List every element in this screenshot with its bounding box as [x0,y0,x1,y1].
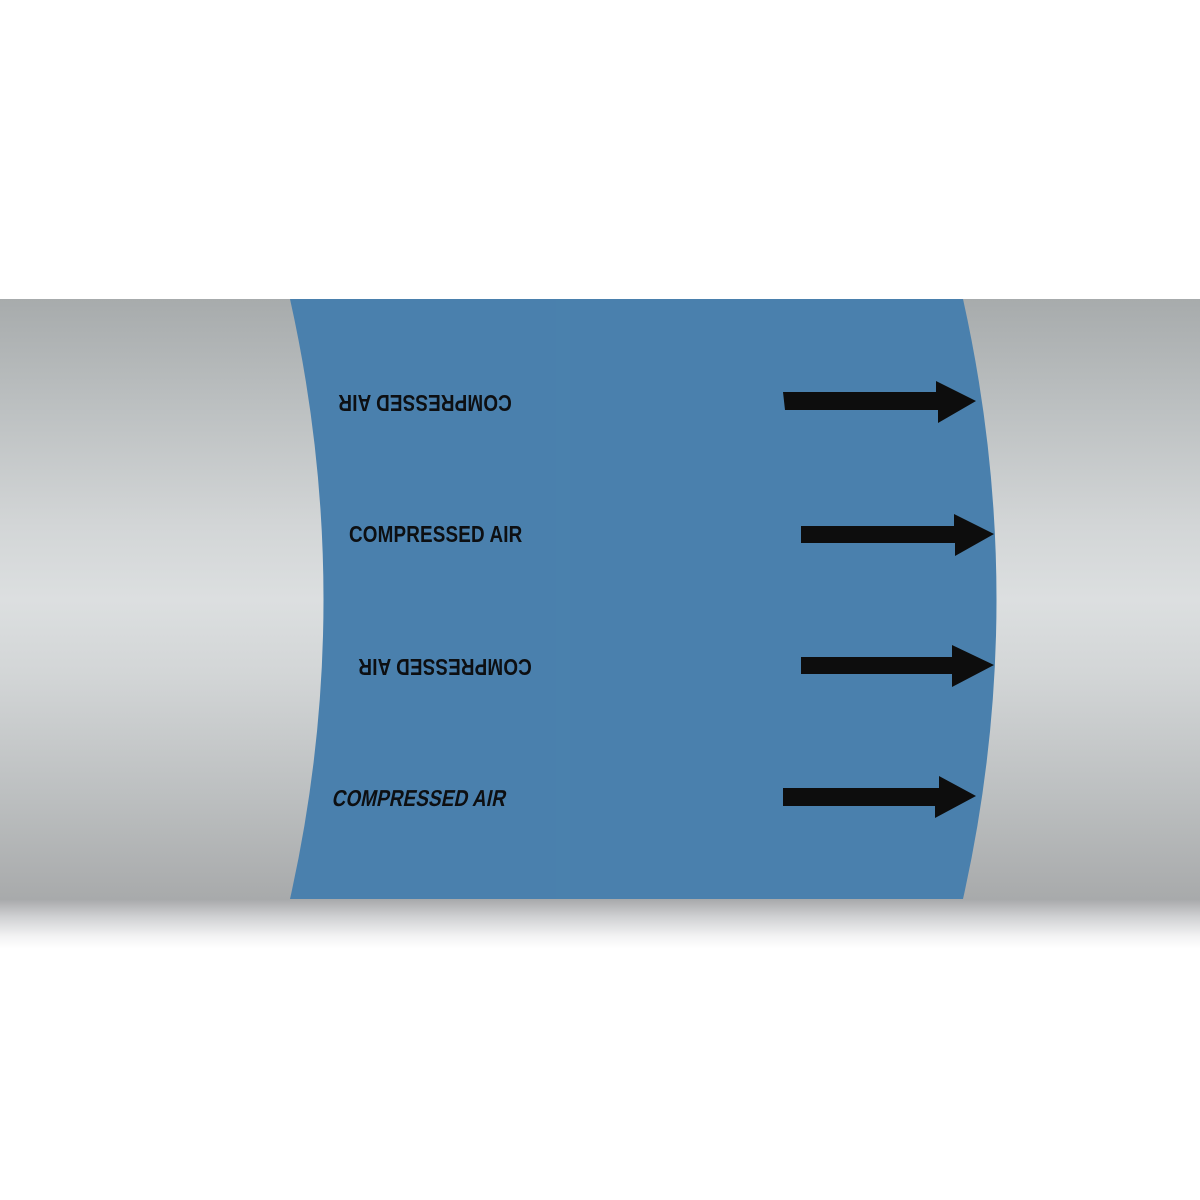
marker-label-2: COMPRESSED AIR [349,521,523,547]
band-seam [556,299,570,899]
pipe-shadow [0,899,1200,949]
flow-arrow-icon [801,514,994,556]
flow-arrow-icon [801,645,994,687]
marker-label-1: COMPRESSED AIR [338,390,512,416]
marker-label-4: COMPRESSED AIR [330,785,510,811]
marker-label-3: COMPRESSED AIR [358,654,532,680]
marker-band-shape [290,299,997,899]
flow-arrow-icon [783,381,976,423]
flow-arrow-icon [783,776,976,818]
